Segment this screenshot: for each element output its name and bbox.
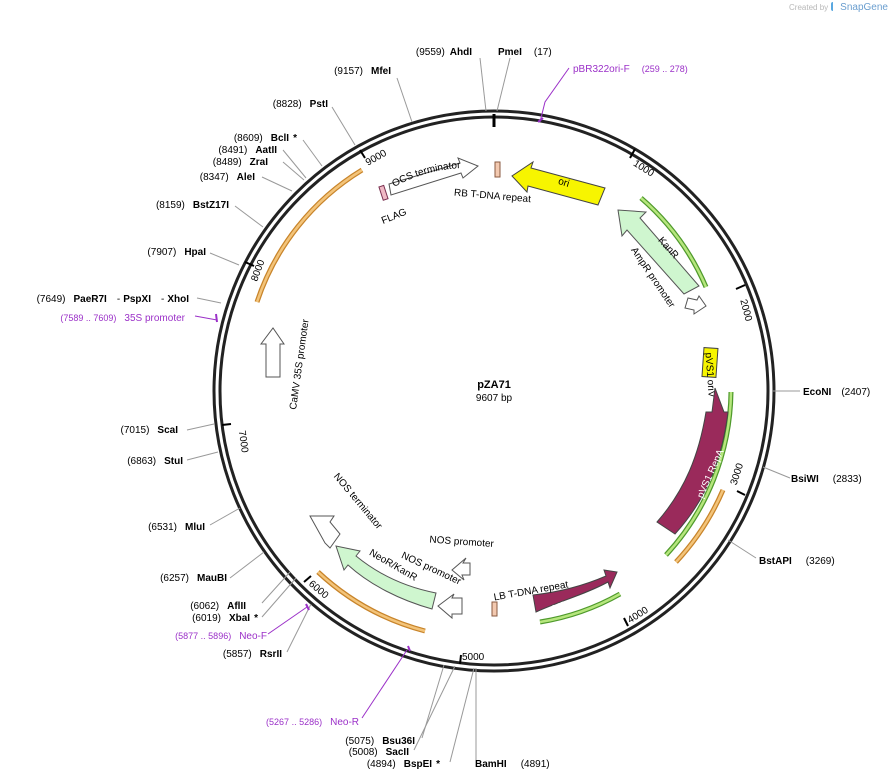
snapgene-credit: Created by SnapGene: [789, 2, 888, 13]
site-bspei: (4894)BspEI*: [367, 759, 440, 770]
site-rsrii: (5857)RsrII: [223, 649, 282, 660]
camv-35s-label: CaMV 35S promoter: [288, 318, 312, 410]
orf-arcs: [254, 167, 734, 634]
site-labels: (9559)AhdI PmeI(17) (9157)MfeI (8828)Pst…: [37, 47, 871, 770]
tick-label-9000: 9000: [364, 148, 389, 169]
flag-label: FLAG: [380, 207, 409, 227]
nos-promoter-1-label: NOS promoter: [429, 535, 495, 551]
tick-labels: 1000 2000 3000 4000 5000 6000 7000 8000 …: [236, 148, 754, 663]
site-zrai: (8489)ZraI: [213, 157, 268, 168]
site-xbai: (6019)XbaI*: [192, 613, 258, 624]
tick-4000: [623, 617, 629, 627]
tick-marks: [221, 114, 746, 665]
tick-2000: [735, 284, 746, 290]
tick-7000: [221, 423, 232, 426]
rb-repeat-feature: [494, 161, 501, 178]
nos-terminator-label: NOS terminator: [331, 471, 385, 532]
tick-8000: [244, 261, 255, 267]
site-hpai: (7907)HpaI: [147, 247, 206, 258]
credit-prefix: Created by: [789, 3, 829, 12]
site-aflii: (6062)AflII: [190, 601, 246, 612]
tick-5000: [459, 654, 462, 665]
lb-repeat-feature: [491, 601, 498, 617]
site-stui: (6863)StuI: [127, 456, 183, 467]
tick-label-7000: 7000: [236, 430, 250, 454]
tick-1000: [629, 148, 636, 159]
pvs1-repa-feature: [656, 387, 729, 535]
tick-6000: [303, 575, 312, 583]
neor-kanr-feature: [335, 545, 437, 610]
tick-label-5000: 5000: [462, 652, 485, 663]
site-econi: EcoNI(2407): [803, 387, 870, 398]
ori-feature: [511, 160, 606, 206]
ori-label: ori: [557, 176, 571, 190]
tick-label-3000: 3000: [729, 462, 746, 487]
site-alei: (8347)AleI: [200, 172, 255, 183]
site-mfei: (9157)MfeI: [334, 66, 391, 77]
flag-feature: [378, 184, 389, 201]
site-ahdi: (9559)AhdI: [416, 47, 472, 58]
ampr-promoter-feature: [684, 295, 707, 315]
site-bsiwi: BsiWI(2833): [791, 474, 862, 485]
credit-brand: SnapGene: [840, 2, 888, 13]
plasmid-name: pZA71: [477, 379, 511, 391]
site-scai: (7015)ScaI: [121, 425, 179, 436]
site-paer7i: (7649)PaeR7I-PspXI-XhoI: [37, 294, 190, 305]
tick-9000: [359, 149, 366, 159]
site-pmei: PmeI(17): [498, 47, 552, 58]
kanr-feature: [617, 209, 700, 295]
primer-neo-r: (5267 .. 5286)Neo-R: [266, 717, 359, 728]
primer-pbr322ori-f: pBR322ori-F(259 .. 278): [573, 64, 688, 75]
site-sacii: (5008)SacII: [349, 747, 409, 758]
site-psti: (8828)PstI: [273, 99, 328, 110]
tick-label-2000: 2000: [737, 298, 753, 323]
site-bstz17i: (8159)BstZ17I: [156, 200, 229, 211]
site-leader-lines: [186, 57, 800, 763]
site-bcli: (8609)BclI*: [234, 133, 297, 144]
site-mlui: (6531)MluI: [148, 522, 205, 533]
plasmid-size: 9607 bp: [476, 393, 513, 404]
nos-terminator-feature: [309, 515, 341, 549]
site-aatii: (8491)AatII: [218, 145, 277, 156]
snapgene-logo-icon: [831, 2, 838, 11]
pvs1-staa-feature: [532, 569, 618, 613]
primer-35s-promoter: (7589 .. 7609)35S promoter: [60, 313, 185, 324]
site-bstapi: BstAPI(3269): [759, 556, 835, 567]
camv-35s-feature: [260, 327, 285, 378]
nos-promoter-2-feature: [437, 593, 463, 620]
primer-labels: pBR322ori-F(259 .. 278) (7589 .. 7609)35…: [60, 64, 687, 728]
tick-3000: [736, 490, 746, 496]
pvs1-oriv-feature: [701, 347, 719, 378]
nos-promoter-1-feature: [451, 557, 471, 581]
primer-lines: [194, 67, 570, 719]
site-bsu36i: (5075)Bsu36I: [345, 736, 415, 747]
ocs-terminator-feature: [388, 157, 479, 196]
site-maubi: (6257)MauBI: [160, 573, 227, 584]
primer-neo-f: (5877 .. 5896)Neo-F: [175, 631, 267, 642]
site-bamhi: BamHI(4891): [475, 759, 550, 770]
pvs1-oriv-label: pVS1 oriV: [703, 352, 717, 398]
rb-repeat-label: RB T-DNA repeat: [454, 188, 532, 206]
